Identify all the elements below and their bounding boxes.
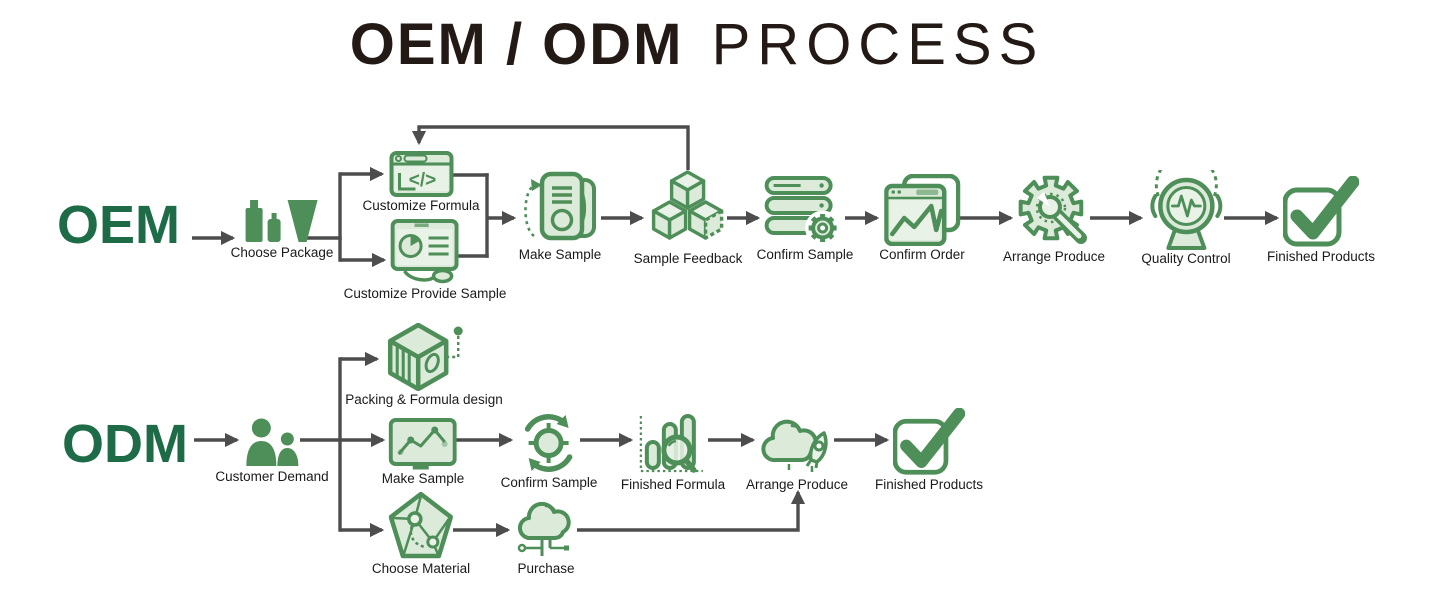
node-finished-formula: Finished Formula (621, 412, 725, 493)
checkmark-box-icon (1282, 175, 1360, 248)
monitor-piechart-icon (390, 219, 459, 285)
node-sample-feedback: Sample Feedback (633, 170, 743, 267)
node-label: Finished Products (874, 477, 984, 492)
odm-connectors (194, 351, 890, 538)
box-design-icon (382, 322, 466, 392)
node-label: Make Sample (518, 247, 602, 262)
node-confirm-sample-oem: Confirm Sample (756, 176, 854, 263)
node-label: Arrange Produce (1002, 249, 1106, 264)
cloud-rocket-icon (759, 414, 835, 476)
oem-connectors (192, 125, 1280, 268)
svg-text:</>: </> (408, 170, 435, 191)
checkmark-box-icon (892, 407, 966, 476)
node-label: Customer Demand (215, 469, 329, 484)
title-bold: OEM / ODM (349, 12, 684, 77)
node-label: Confirm Sample (500, 475, 598, 490)
node-label: Purchase (517, 561, 575, 576)
node-label: Arrange Produce (745, 477, 849, 492)
node-label: Packing & Formula design (345, 392, 503, 407)
code-window-icon: </> (389, 151, 453, 197)
package-bottles-icon (244, 197, 320, 244)
node-arrange-produce-oem: Arrange Produce (1003, 172, 1105, 265)
target-refresh-icon (519, 412, 579, 474)
node-finished-products-odm: Finished Products (874, 407, 984, 493)
node-label: Make Sample (381, 471, 465, 486)
sample-cards-icon (518, 170, 602, 246)
node-customer-demand: Customer Demand (215, 418, 329, 485)
bars-magnifier-icon (637, 412, 709, 476)
node-choose-package: Choose Package (230, 197, 334, 261)
title-light: PROCESS (711, 12, 1045, 77)
node-make-sample-odm: Make Sample (381, 418, 465, 487)
node-confirm-order: Confirm Order (879, 173, 965, 263)
cubes-icon (648, 170, 728, 250)
node-label: Quality Control (1141, 251, 1231, 266)
cloud-circuit-icon (514, 496, 578, 560)
monitor-pulse-icon (1148, 153, 1224, 250)
node-label: Choose Package (230, 245, 334, 260)
node-label: Customize Provide Sample (343, 286, 507, 301)
people-icon (244, 418, 300, 468)
oem-row-label: OEM (57, 195, 181, 255)
node-packing-formula-design: Packing & Formula design (345, 322, 503, 408)
odm-row-label: ODM (62, 414, 188, 474)
node-purchase: Purchase (514, 496, 578, 577)
page-title: OEM / ODM PROCESS (0, 12, 1454, 79)
node-make-sample-oem: Make Sample (518, 170, 602, 263)
node-finished-products-oem: Finished Products (1266, 175, 1376, 265)
node-label: Confirm Order (879, 247, 965, 262)
monitor-graph-icon (388, 418, 457, 470)
chart-window-icon (883, 173, 961, 247)
node-label: Choose Material (371, 561, 471, 576)
node-confirm-sample-odm: Confirm Sample (500, 412, 598, 491)
node-label: Customize Formula (362, 198, 480, 213)
server-gear-icon (765, 176, 845, 246)
pentagon-molecule-icon (388, 491, 454, 560)
node-quality-control: Quality Control (1141, 153, 1231, 267)
node-customize-provide-sample: Customize Provide Sample (343, 219, 507, 302)
node-arrange-produce-odm: Arrange Produce (746, 414, 848, 493)
gear-wrench-icon (1017, 172, 1091, 248)
node-choose-material: Choose Material (371, 491, 471, 577)
node-label: Confirm Sample (756, 247, 854, 262)
node-label: Sample Feedback (633, 251, 743, 266)
node-customize-formula: </> Customize Formula (362, 151, 480, 214)
node-label: Finished Products (1266, 249, 1376, 264)
node-label: Finished Formula (620, 477, 726, 492)
